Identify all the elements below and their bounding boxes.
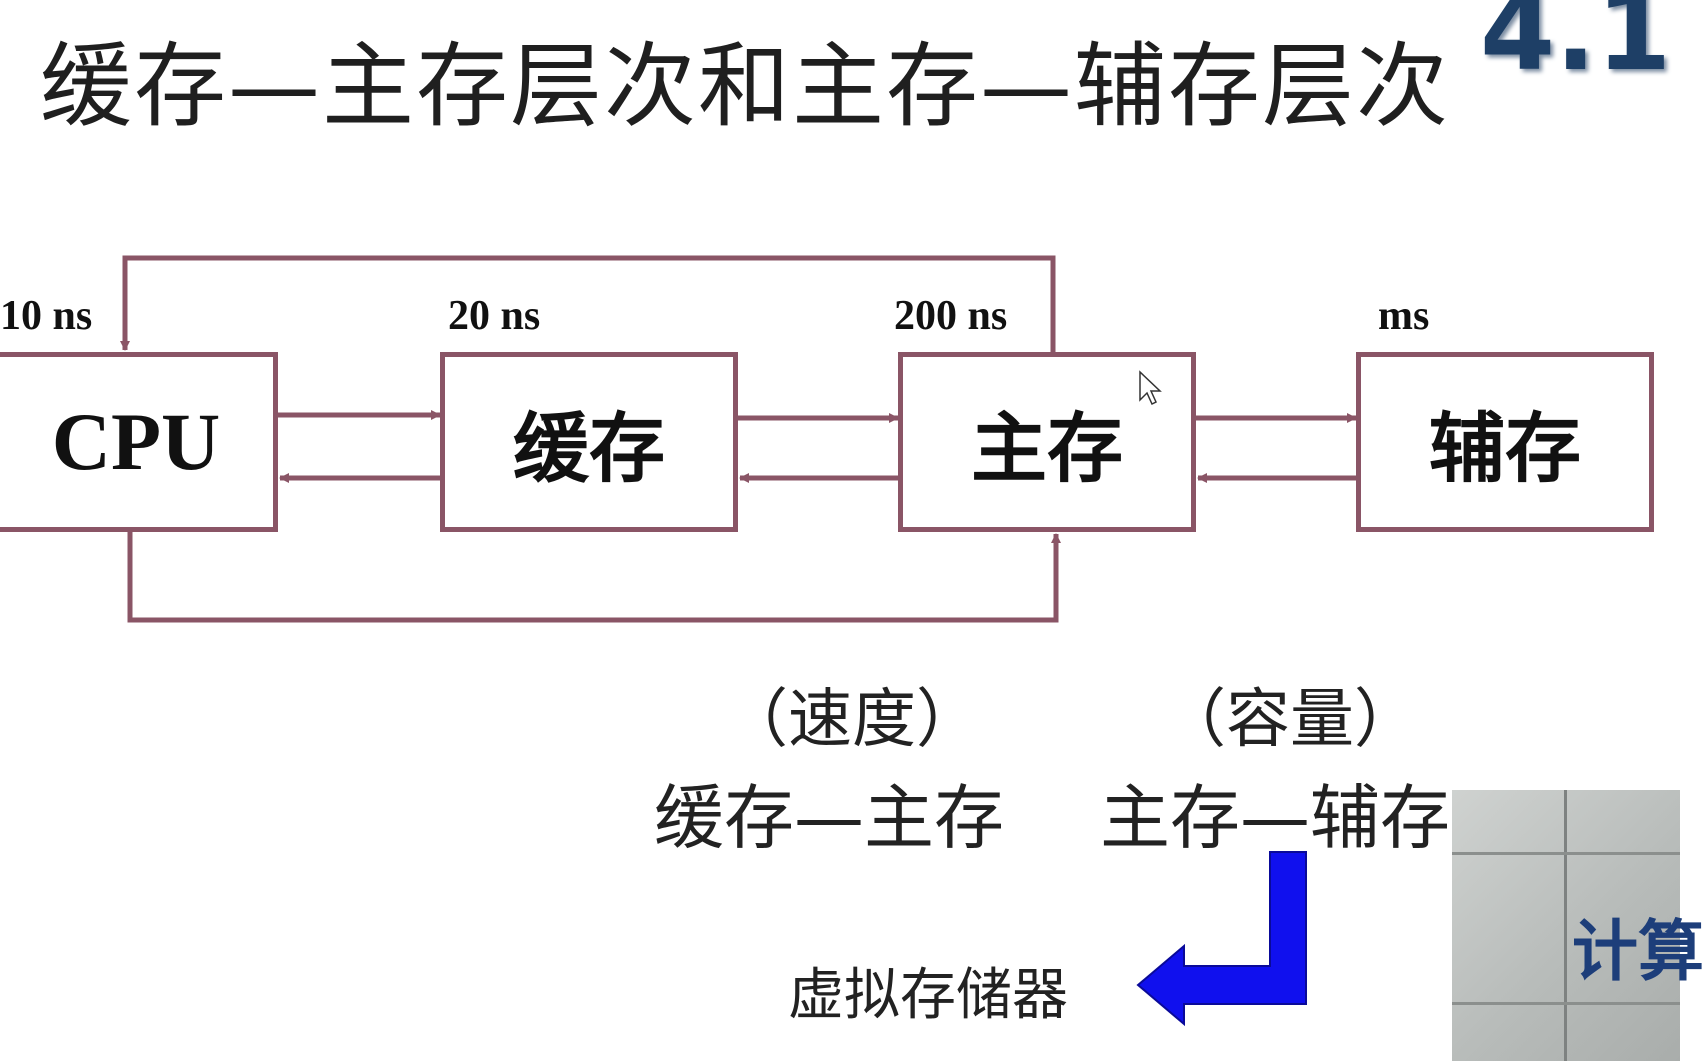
webcam-sign-text: 计算 bbox=[1572, 913, 1704, 990]
webcam-panel-seam bbox=[1452, 852, 1680, 855]
slide-title: 缓存—主存层次和主存—辅存层次 bbox=[40, 33, 1451, 140]
webcam-panel-seam bbox=[1564, 790, 1567, 1061]
main-aux-hierarchy: 主存—辅存 bbox=[1100, 777, 1450, 859]
cache-box: 缓存 bbox=[440, 352, 738, 532]
cpu-to-main-loop-arrow bbox=[127, 532, 1061, 623]
cpu-latency-label: 10 ns bbox=[0, 293, 93, 339]
cache-main-hierarchy: 缓存—主存 bbox=[654, 777, 1004, 859]
aux-storage-latency-label: ms bbox=[1378, 293, 1430, 339]
virtual-memory-arrow-icon bbox=[1136, 851, 1307, 1027]
main-to-cpu-loop-arrow bbox=[120, 255, 1056, 352]
main-memory-label: 主存 bbox=[971, 404, 1123, 493]
cache-label: 缓存 bbox=[513, 404, 665, 493]
speed-note: （速度） bbox=[724, 683, 980, 757]
capacity-note: （容量） bbox=[1162, 683, 1418, 757]
mouse-cursor-icon bbox=[1139, 370, 1162, 406]
aux-storage-box: 辅存 bbox=[1356, 352, 1654, 532]
slide-number: 4.1 bbox=[1480, 0, 1672, 95]
cpu-box: CPU bbox=[0, 352, 278, 532]
aux-storage-label: 辅存 bbox=[1429, 404, 1581, 493]
virtual-memory-label: 虚拟存储器 bbox=[788, 963, 1068, 1028]
main-memory-latency-label: 200 ns bbox=[894, 293, 1008, 339]
presenter-webcam-overlay: 计算 bbox=[1452, 790, 1704, 1061]
cpu-label: CPU bbox=[51, 396, 221, 487]
webcam-panel-seam bbox=[1452, 1002, 1680, 1005]
cache-latency-label: 20 ns bbox=[448, 293, 541, 339]
